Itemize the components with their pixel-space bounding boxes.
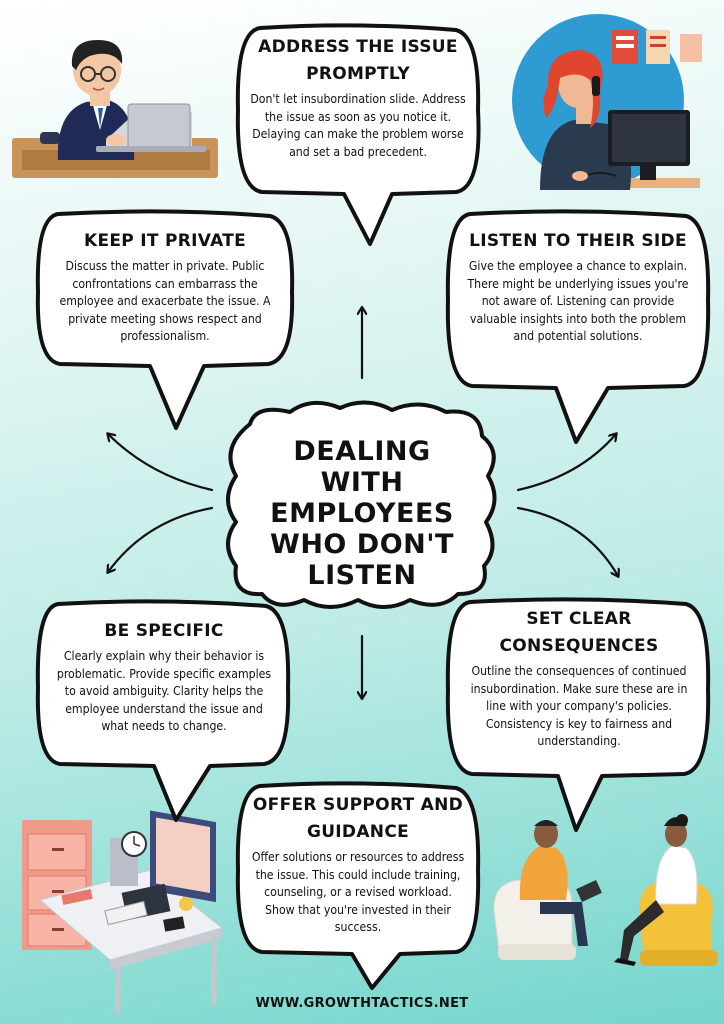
tip-support: OFFER SUPPORT AND GUIDANCE Offer solutio… [250, 792, 466, 937]
tip-title: SET CLEAR CONSEQUENCES [499, 609, 659, 656]
arrow-lower-right [516, 506, 618, 576]
woman-on-phone-illustration [512, 14, 702, 190]
arrow-upper-right [516, 434, 616, 492]
tip-address: ADDRESS THE ISSUE PROMPTLY Don't let ins… [250, 34, 466, 161]
website-url[interactable]: WWW.GROWTHTACTICS.NET [255, 996, 469, 1011]
arrow-upper-left [108, 434, 214, 492]
meeting-chairs-illustration [493, 814, 718, 966]
arrows [108, 308, 618, 698]
tip-body: Give the employee a chance to explain. T… [467, 259, 689, 344]
tip-body: Don't let insubordination slide. Address… [250, 92, 466, 159]
tip-private: KEEP IT PRIVATE Discuss the matter in pr… [48, 228, 282, 346]
tip-title: LISTEN TO THEIR SIDE [469, 231, 687, 251]
bubbles [35, 23, 711, 990]
tip-title: ADDRESS THE ISSUE PROMPTLY [258, 37, 458, 84]
bubble-support [235, 781, 481, 990]
bubble-private [35, 209, 295, 430]
office-desk-illustration [22, 810, 224, 1014]
tip-title: BE SPECIFIC [104, 621, 224, 641]
tip-specific: BE SPECIFIC Clearly explain why their be… [50, 618, 278, 736]
tip-title: KEEP IT PRIVATE [83, 231, 247, 251]
tip-body: Discuss the matter in private. Public co… [59, 259, 271, 344]
tip-body: Offer solutions or resources to address … [251, 850, 465, 935]
tip-body: Clearly explain why their behavior is pr… [56, 649, 272, 734]
tip-title: OFFER SUPPORT AND GUIDANCE [252, 795, 464, 842]
main-title: DEALING WITH EMPLOYEES WHO DON'T LISTEN [270, 436, 454, 591]
tip-body: Outline the consequences of continued in… [470, 664, 688, 749]
bubble-consequences [445, 597, 711, 832]
tip-listen: LISTEN TO THEIR SIDE Give the employee a… [460, 228, 696, 346]
bubble-listen [445, 209, 711, 444]
arrow-lower-left [108, 506, 214, 572]
tip-consequences: SET CLEAR CONSEQUENCES Outline the conse… [460, 606, 698, 751]
center-cloud [226, 400, 497, 609]
man-at-laptop-illustration [12, 40, 218, 178]
bubble-address [235, 23, 481, 246]
bubble-specific [35, 599, 291, 822]
